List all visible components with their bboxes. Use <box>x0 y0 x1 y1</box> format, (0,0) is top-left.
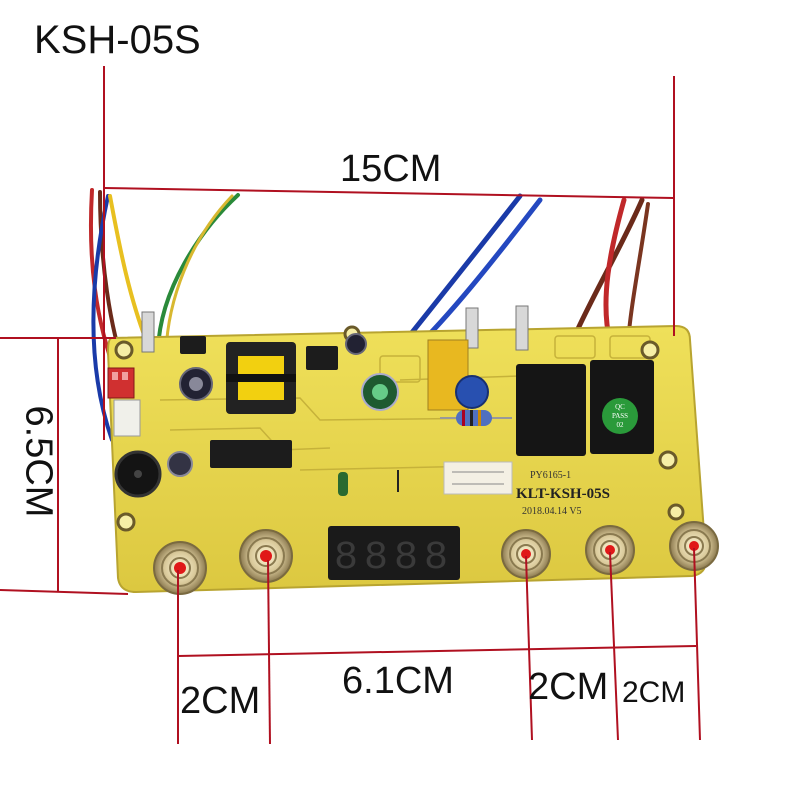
width-line <box>103 187 675 199</box>
bottom-line <box>177 645 697 657</box>
height-label: 6.5CM <box>17 405 60 518</box>
blade-terminal-right <box>515 305 529 351</box>
resistor <box>440 410 512 426</box>
led-red-2 <box>260 550 272 562</box>
transformer <box>226 342 296 414</box>
measurement-lines <box>0 66 701 745</box>
spring-1 <box>153 541 207 595</box>
ic-top <box>306 346 338 370</box>
hole-bottom-right <box>667 503 685 521</box>
height-guide-bottom <box>0 589 129 595</box>
span-left-label: 2CM <box>180 680 261 722</box>
cap-blue-disc <box>455 375 489 409</box>
blade-terminal-mid <box>465 307 479 349</box>
spring-2 <box>239 529 293 583</box>
span-right-2-label: 2CM <box>622 676 686 709</box>
drop-5 <box>693 547 701 741</box>
hole-top-left <box>114 340 134 360</box>
connectors <box>107 305 529 437</box>
led-indicator <box>338 472 348 496</box>
wire-yellow2-left <box>164 194 234 354</box>
badge-line-1: QC <box>615 403 625 411</box>
board-part-text: PY6165-1 <box>530 470 571 481</box>
led-red-1 <box>174 562 186 574</box>
seven-segment-display: 8888 <box>328 526 460 581</box>
badge-line-3: 02 <box>617 421 625 429</box>
white-connector <box>113 399 141 437</box>
board-model-text: KLT-KSH-05S <box>516 486 610 502</box>
hole-mid-left <box>116 512 136 532</box>
ic-bottom <box>210 440 292 468</box>
cap-small-bottom <box>167 451 193 477</box>
drop-2 <box>267 559 271 745</box>
blade-terminal-left <box>141 311 155 353</box>
ic-chips <box>180 336 338 468</box>
led-red-4 <box>605 545 615 555</box>
badge-line-2: PASS <box>612 412 628 420</box>
cap-small-top <box>345 333 367 355</box>
hole-top-right <box>640 340 660 360</box>
wire-green-left <box>156 193 240 352</box>
width-label: 15CM <box>340 148 442 190</box>
barcode-sticker <box>443 461 513 495</box>
display-digits: 8888 <box>334 536 454 581</box>
capacitors <box>167 333 489 477</box>
wire-blue-left <box>91 194 114 442</box>
hole-right-mid <box>658 450 678 470</box>
drop-3 <box>525 555 533 741</box>
wire-blue-mid-1 <box>395 193 523 353</box>
product-title: KSH-05S <box>34 18 201 62</box>
red-connector <box>107 367 135 399</box>
wire-red-right <box>603 197 627 345</box>
led-red-5 <box>689 541 699 551</box>
middle-span-label: 6.1CM <box>342 660 454 702</box>
drop-4 <box>609 551 619 741</box>
board-date-text: 2018.04.14 V5 <box>522 506 582 517</box>
span-right-1-label: 2CM <box>528 666 609 708</box>
led-red-3 <box>521 549 531 559</box>
qc-pass-badge: QC PASS 02 <box>602 398 638 434</box>
relay-left <box>516 364 586 456</box>
